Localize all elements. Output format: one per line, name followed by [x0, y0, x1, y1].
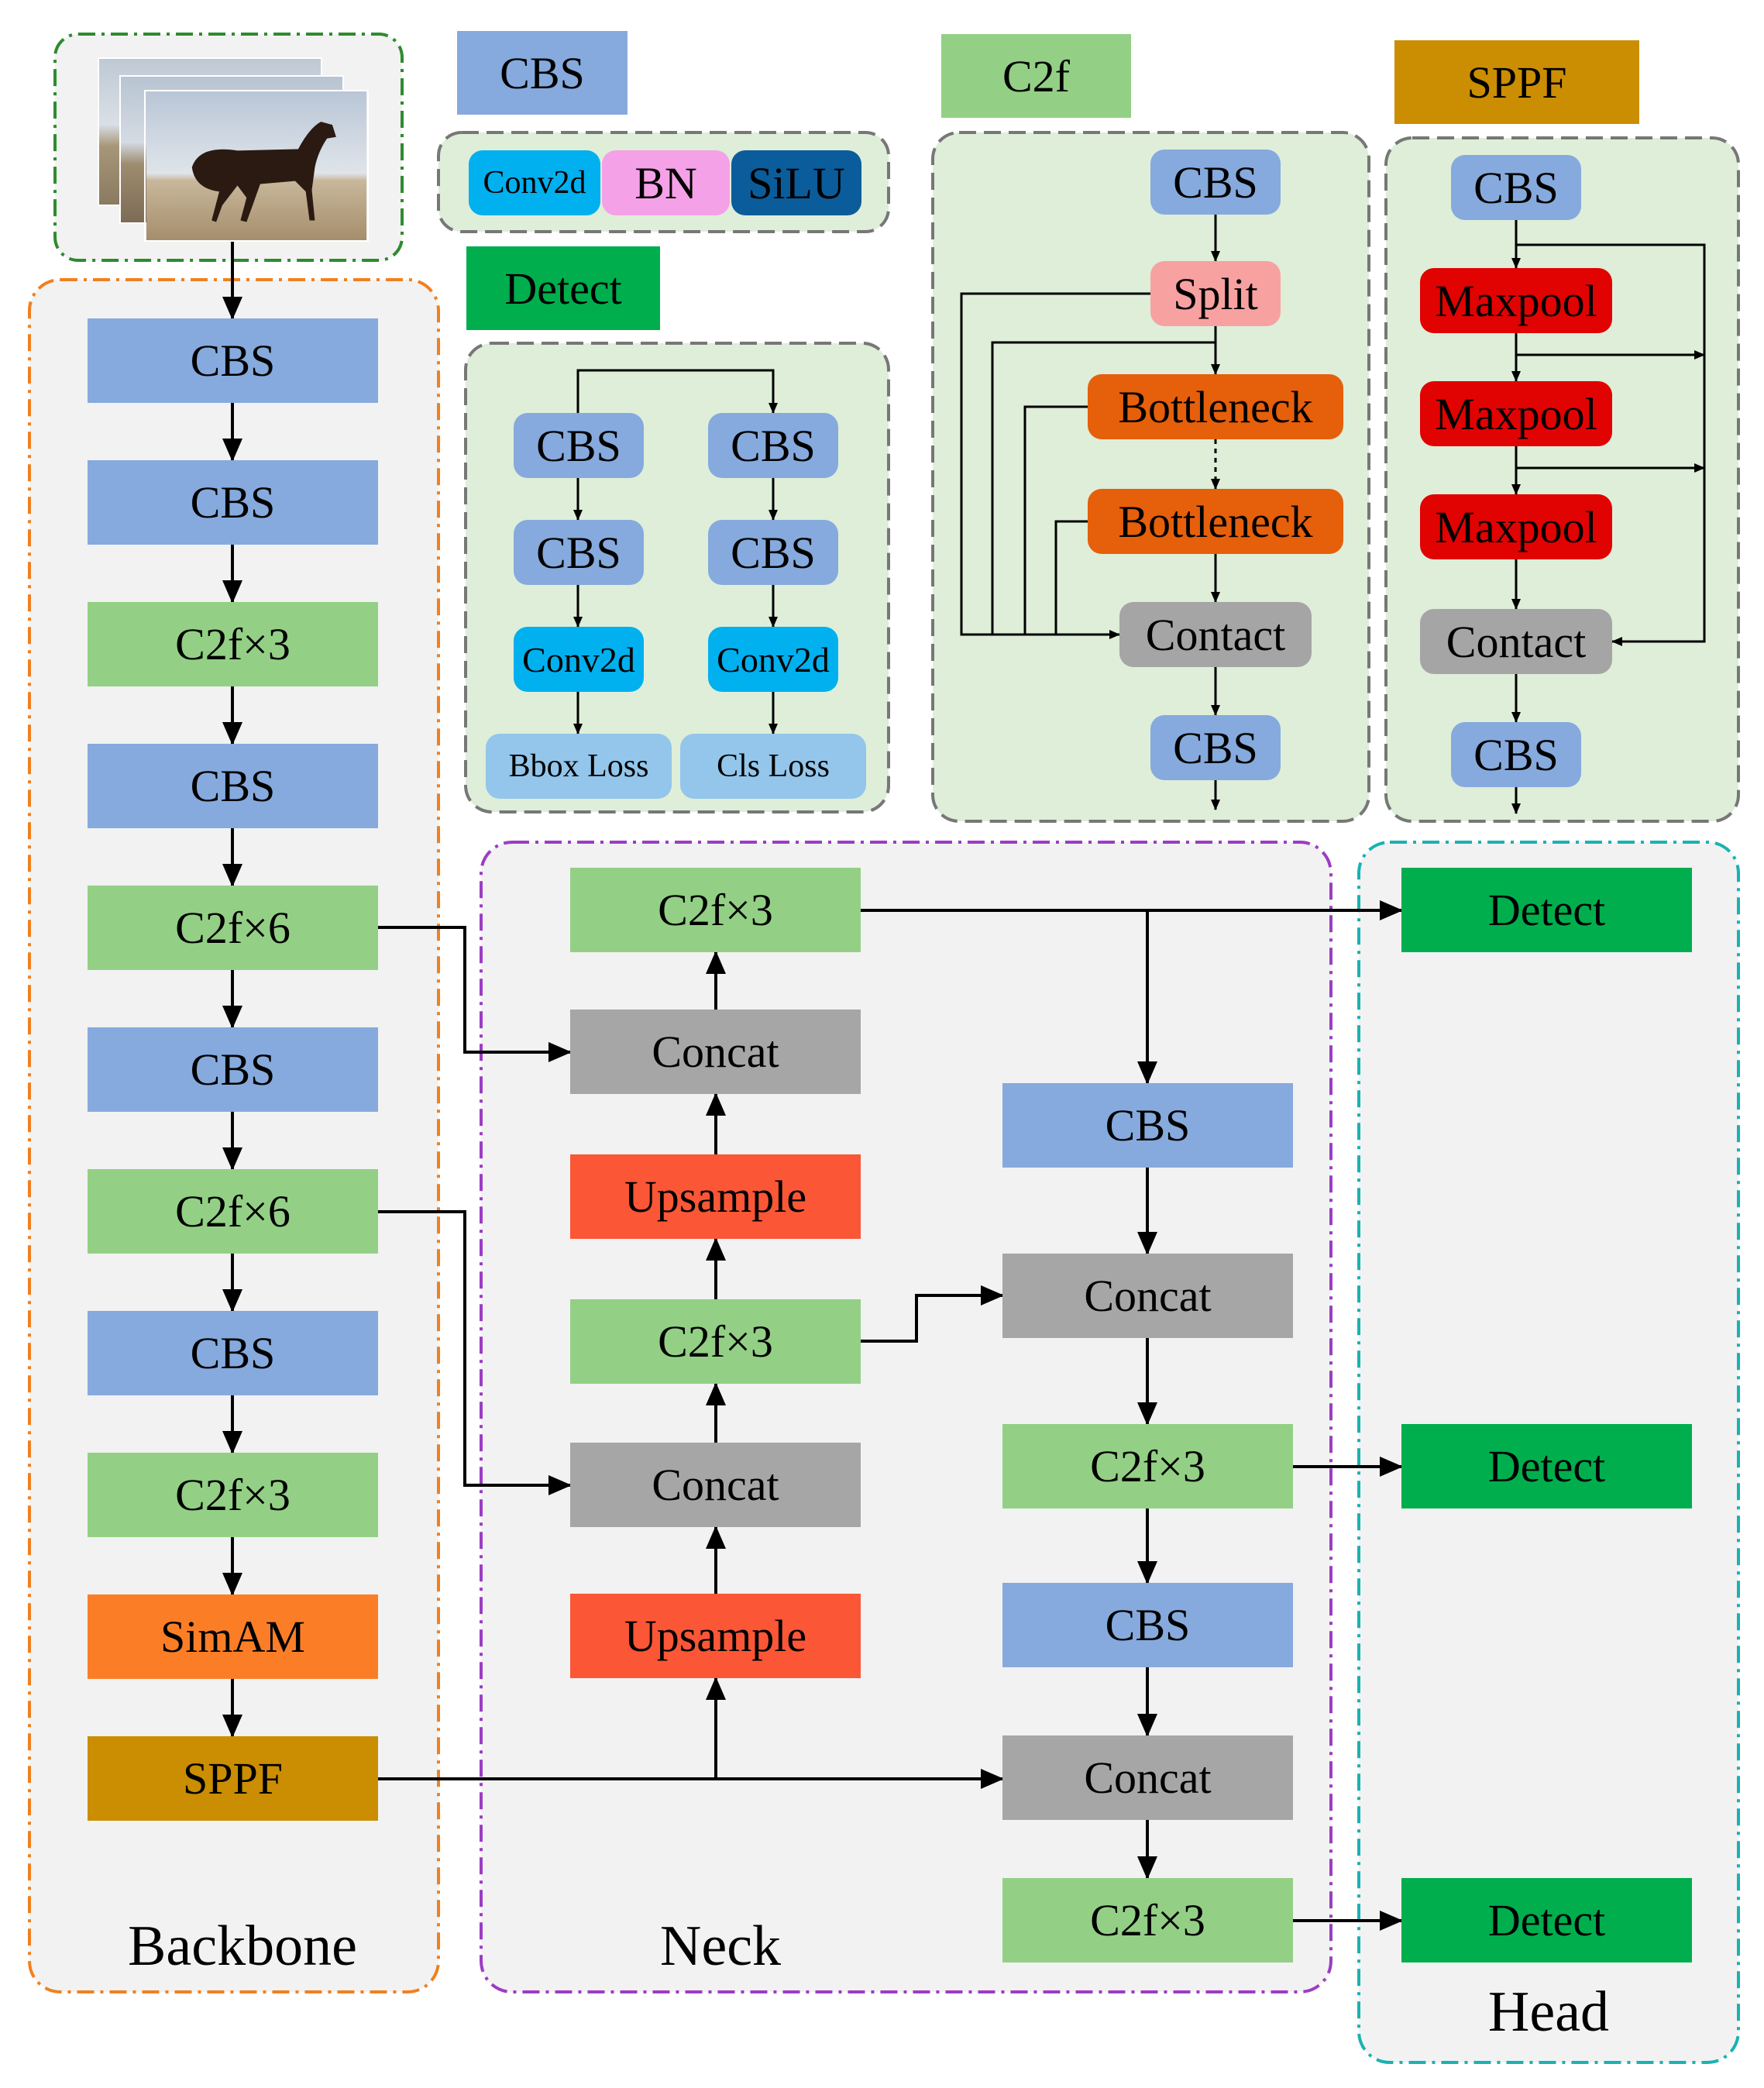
sppf-legend-contact: Contact — [1420, 609, 1612, 674]
backbone-block-5: C2f×6 — [88, 886, 378, 970]
head-detect-1: Detect — [1401, 868, 1692, 952]
sppf-legend-maxpool-1: Maxpool — [1420, 268, 1612, 333]
arrow-c2f-skip-2 — [991, 341, 1216, 635]
backbone-simam: SimAM — [88, 1594, 378, 1679]
detect-legend-right-conv2d: Conv2d — [708, 627, 838, 692]
cbs-legend-conv2d: Conv2d — [469, 150, 600, 215]
arrow-c2f-skip-4 — [1054, 520, 1088, 635]
neck-right-cbs-top: CBS — [1002, 1083, 1293, 1168]
sppf-legend-cbs-bottom: CBS — [1451, 722, 1581, 787]
neck-right-c2f-mid: C2f×3 — [1002, 1424, 1293, 1508]
detect-legend-right-cbs-2: CBS — [708, 520, 838, 585]
sppf-legend-cbs-top: CBS — [1451, 155, 1581, 220]
c2f-legend-cbs-bottom: CBS — [1150, 715, 1281, 780]
cbs-legend-bn: BN — [602, 150, 730, 215]
head-title: Head — [1487, 1980, 1610, 2044]
neck-left-c2f-mid: C2f×3 — [570, 1299, 861, 1384]
detect-legend-bbox-loss: Bbox Loss — [486, 734, 672, 799]
neck-right-concat-top: Concat — [1002, 1254, 1293, 1338]
c2f-legend-bottleneck-2: Bottleneck — [1088, 489, 1343, 554]
cbs-legend-silu: SiLU — [731, 150, 861, 215]
neck-left-c2f-top: C2f×3 — [570, 868, 861, 952]
backbone-sppf: SPPF — [88, 1736, 378, 1821]
head-detect-2: Detect — [1401, 1424, 1692, 1508]
backbone-title: Backbone — [128, 1914, 357, 1978]
neck-right-c2f-bottom: C2f×3 — [1002, 1878, 1293, 1962]
c2f-legend-bottleneck-1: Bottleneck — [1088, 374, 1343, 439]
detect-legend-left-cbs-2: CBS — [514, 520, 644, 585]
sppf-legend-maxpool-3: Maxpool — [1420, 494, 1612, 559]
neck-left-upsample-bottom: Upsample — [570, 1594, 861, 1678]
c2f-legend-cbs-top: CBS — [1150, 150, 1281, 215]
arrow-c2f-skip-3 — [1023, 405, 1088, 635]
detect-legend-title: Detect — [466, 246, 660, 330]
arrow-c2fmid-to-concat — [861, 1285, 1004, 1343]
backbone-block-8: CBS — [88, 1311, 378, 1395]
arrow-c2f-skip-1 — [960, 292, 1150, 639]
c2f-legend-contact: Contact — [1119, 602, 1312, 667]
neck-right-cbs-bottom: CBS — [1002, 1583, 1293, 1667]
cbs-legend-title: CBS — [457, 31, 628, 115]
c2f-legend-title: C2f — [941, 34, 1131, 118]
detect-legend-right-cbs-1: CBS — [708, 413, 838, 478]
c2f-legend-split: Split — [1150, 261, 1281, 326]
detect-legend-left-conv2d: Conv2d — [514, 627, 644, 692]
neck-left-concat-top: Concat — [570, 1010, 861, 1094]
arrow-sppf-bus — [1516, 243, 1706, 646]
head-detect-3: Detect — [1401, 1878, 1692, 1962]
neck-title: Neck — [659, 1914, 782, 1978]
neck-left-concat-bottom: Concat — [570, 1443, 861, 1527]
sppf-legend-maxpool-2: Maxpool — [1420, 381, 1612, 446]
arrow-c2f6b-to-concat — [378, 1210, 572, 1495]
backbone-block-4: CBS — [88, 744, 378, 828]
backbone-block-1: CBS — [88, 318, 378, 403]
neck-right-concat-bottom: Concat — [1002, 1735, 1293, 1820]
neck-left-upsample-top: Upsample — [570, 1154, 861, 1239]
backbone-block-6: CBS — [88, 1027, 378, 1112]
horse-photo-icon — [144, 90, 369, 242]
detect-legend-left-cbs-1: CBS — [514, 413, 644, 478]
backbone-block-7: C2f×6 — [88, 1169, 378, 1254]
backbone-block-9: C2f×3 — [88, 1453, 378, 1537]
backbone-block-3: C2f×3 — [88, 602, 378, 686]
arrow-det-split — [576, 369, 778, 414]
backbone-block-2: CBS — [88, 460, 378, 545]
sppf-legend-title: SPPF — [1394, 40, 1639, 124]
detect-legend-cls-loss: Cls Loss — [680, 734, 866, 799]
arrow-c2f6a-to-concat — [378, 926, 572, 1062]
wire-group — [222, 215, 1706, 1931]
